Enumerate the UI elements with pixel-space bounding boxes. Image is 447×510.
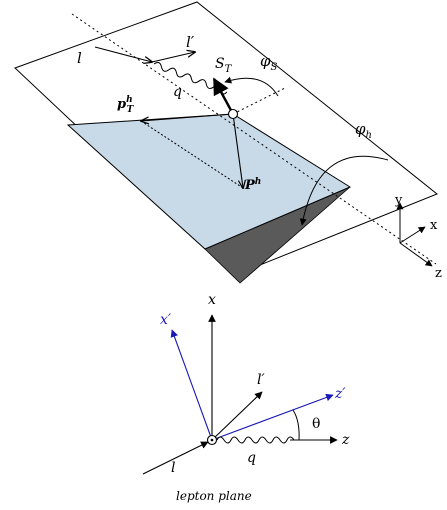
pt-arrow	[141, 113, 234, 121]
virtual-photon-bottom	[216, 436, 295, 444]
outgoing-lepton	[151, 52, 195, 63]
interaction-vertex	[227, 108, 239, 120]
spin-arrow	[212, 77, 235, 115]
axis-x-prime	[170, 329, 213, 441]
label-l-bottom: l	[171, 460, 175, 476]
caption-lepton-plane: lepton plane	[176, 489, 252, 503]
axes-triad	[396, 202, 433, 267]
label-x-prime: x′	[160, 312, 172, 328]
theta-arc	[292, 409, 300, 441]
label-phi-s: φS	[260, 52, 278, 73]
label-l-prime: l′	[186, 33, 195, 51]
label-theta: θ	[312, 416, 320, 432]
label-x: x	[208, 292, 216, 308]
phi-s-arc	[224, 76, 279, 97]
projection-line	[140, 120, 244, 189]
label-l: l	[77, 49, 82, 67]
incoming-lepton-bottom	[142, 441, 209, 475]
label-axis-y: y	[394, 193, 403, 208]
label-axis-x: x	[430, 218, 438, 233]
label-s: ST	[215, 56, 233, 75]
origin-dot	[210, 438, 214, 442]
label-z-prime: z′	[334, 386, 346, 402]
label-q: q	[173, 84, 182, 100]
bottom-diagram: x x′ l′ z′ θ z l q lepton plane	[142, 292, 350, 503]
incoming-lepton	[94, 46, 152, 62]
label-phi-h: φh	[355, 120, 372, 141]
axis-z-prime	[211, 393, 334, 441]
ph-arrow	[232, 113, 243, 188]
label-z: z	[341, 432, 350, 448]
label-axis-z: z	[435, 266, 442, 281]
label-p-h: Ph	[244, 177, 261, 193]
label-l-prime-bottom: l′	[257, 372, 265, 388]
label-q-bottom: q	[247, 450, 256, 466]
outgoing-lepton-bottom	[211, 391, 263, 441]
beam-line	[71, 13, 437, 265]
phi-h-arc	[299, 155, 389, 226]
